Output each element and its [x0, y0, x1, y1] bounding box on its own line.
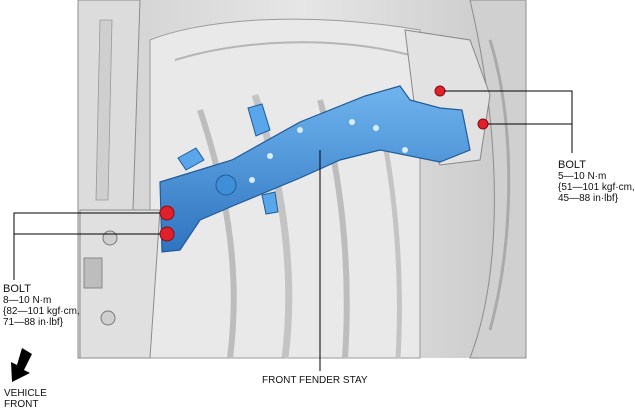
bolt-left-torque-inlbf: 71—88 in·lbf} [3, 317, 64, 328]
bolt-left-torque-nm: 8—10 N·m [3, 295, 52, 306]
bolt-left-callout: BOLT 8—10 N·m {82—101 kgf·cm, 71—88 in·l… [3, 283, 80, 329]
bolts [159, 85, 489, 242]
bolt-right-torque-inlbf: 45—88 in·lbf} [558, 193, 619, 204]
front-fender-stay-label: FRONT FENDER STAY [262, 375, 368, 386]
bolt-right [477, 118, 489, 130]
vehicle-front-line-1: VEHICLE [4, 388, 47, 399]
vehicle-front-arrow [11, 348, 32, 382]
background-panel [77, 0, 527, 359]
bolt-right-torque-kgfcm: {51—101 kgf·cm, [558, 182, 635, 193]
bolt-left-upper [159, 205, 175, 221]
bolt-upper-right [434, 85, 446, 97]
bolt-left-title: BOLT [3, 283, 31, 295]
vehicle-front-label: VEHICLE FRONT [4, 388, 47, 410]
bolt-left-torque-kgfcm: {82—101 kgf·cm, [3, 306, 80, 317]
bolt-left-lower [159, 226, 175, 242]
bolt-right-callout: BOLT 5—10 N·m {51—101 kgf·cm, 45—88 in·l… [558, 159, 635, 205]
leader-lines [13, 90, 573, 371]
bolt-right-title: BOLT [558, 159, 586, 171]
bolt-right-torque-nm: 5—10 N·m [558, 171, 607, 182]
front-fender-stay-bracket [159, 85, 471, 253]
vehicle-front-line-2: FRONT [4, 399, 39, 410]
